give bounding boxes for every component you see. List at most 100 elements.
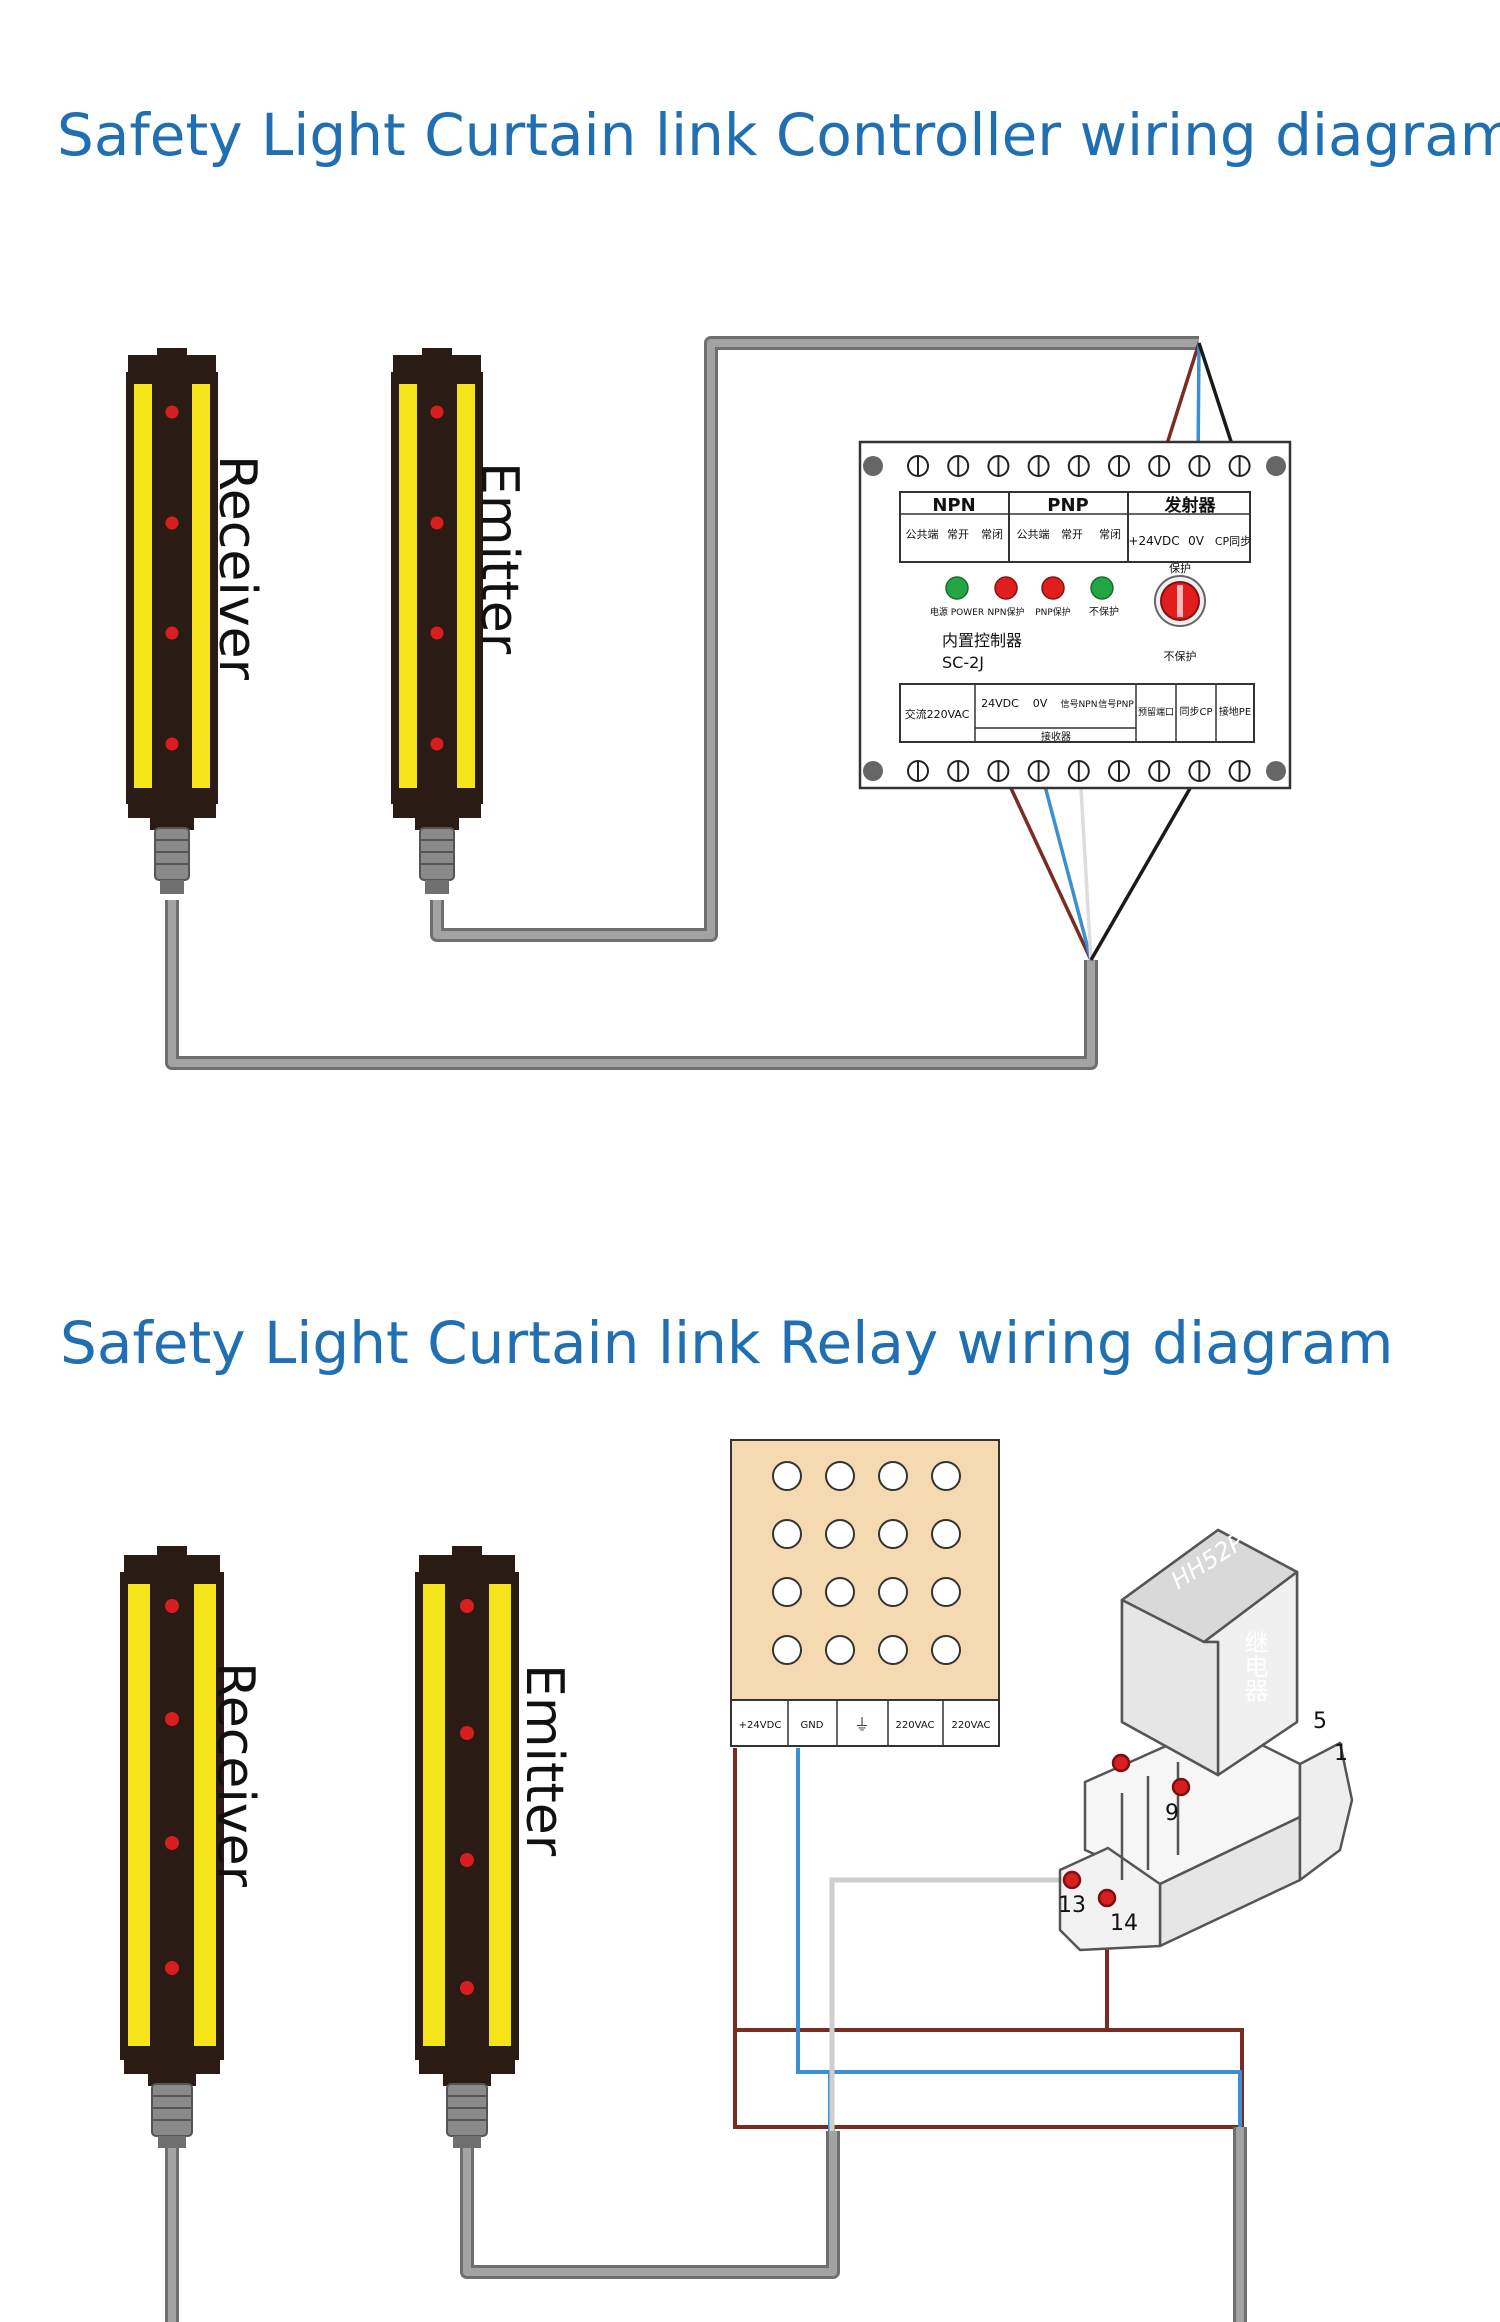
vent-hole	[931, 1461, 961, 1491]
pnp-protect-indicator-led	[1041, 576, 1065, 600]
beam-led	[460, 1726, 474, 1740]
signal-pnp-label: 信号PNP	[1098, 698, 1134, 710]
receiver-group-label: 接收器	[1041, 730, 1071, 743]
receiver-cable	[165, 900, 1098, 1070]
beam-led	[430, 516, 444, 530]
mounting-hole	[863, 456, 883, 476]
top-terminal-strip	[863, 455, 1286, 477]
controller-name: 内置控制器	[942, 631, 1022, 650]
controller-diagram-title: Safety Light Curtain link Controller wir…	[57, 101, 1500, 169]
vent-hole	[878, 1519, 908, 1549]
sync-cp-label: 同步CP	[1179, 706, 1212, 718]
vent-hole	[772, 1635, 802, 1665]
controller-sc-2j: NPN PNP 发射器 公共端 常开 常闭 公共端 常开 常闭 +24VDC 0…	[858, 440, 1292, 790]
ac-220v-label: 交流220VAC	[905, 707, 970, 721]
reserved-port-label: 预留端口	[1138, 706, 1174, 718]
mounting-hole	[863, 761, 883, 781]
emitter-light-curtain: Emitter	[415, 1546, 574, 2148]
relay-diagram-title: Safety Light Curtain link Relay wiring d…	[60, 1309, 1394, 1377]
zero-v-label: 0V	[1033, 697, 1048, 710]
beam-led	[460, 1981, 474, 1995]
beam-led	[165, 1836, 179, 1850]
pnp-header: PNP	[1047, 495, 1088, 516]
power-supply-vent-grid	[772, 1461, 961, 1665]
relay-name-label: 继电器	[1240, 1630, 1268, 1702]
beam-led	[165, 405, 179, 419]
vent-hole	[825, 1577, 855, 1607]
emitter-light-curtain: Emitter	[391, 348, 529, 894]
mounting-hole	[1266, 761, 1286, 781]
emitter-header: 发射器	[1164, 495, 1217, 516]
relay-pin-14: 14	[1110, 1911, 1138, 1936]
emitter-cable	[460, 2131, 840, 2279]
relay-terminal-screw	[1171, 1777, 1191, 1797]
relay-pin-13: 13	[1058, 1893, 1086, 1918]
relay-pin-5: 5	[1313, 1709, 1327, 1734]
npn-led-label: NPN保护	[988, 606, 1025, 618]
beam-led	[430, 405, 444, 419]
power-indicator-led	[945, 576, 969, 600]
terminal-gnd-label: GND	[801, 1720, 824, 1731]
vent-hole	[825, 1519, 855, 1549]
ground-symbol-icon: ⏚	[854, 1715, 870, 1734]
emitter-col-cp: CP同步	[1215, 535, 1251, 548]
beam-led	[165, 516, 179, 530]
vent-hole	[772, 1461, 802, 1491]
beam-led	[460, 1599, 474, 1613]
vent-hole	[772, 1519, 802, 1549]
relay-terminal-screw	[1097, 1888, 1117, 1908]
mounting-hole	[1266, 456, 1286, 476]
relay-hh52p: HH52P 继电器 5 1 9 13 14	[1058, 1527, 1354, 1952]
no-protect-led-label: 不保护	[1089, 605, 1119, 618]
no-protect-indicator-led	[1090, 576, 1114, 600]
npn-col-no: 常开	[947, 528, 969, 541]
relay-pin-1: 1	[1334, 1741, 1348, 1766]
vent-hole	[931, 1635, 961, 1665]
beam-led	[165, 737, 179, 751]
bottom-terminal-strip	[863, 760, 1286, 782]
beam-led	[165, 626, 179, 640]
terminal-220vac-label-1: 220VAC	[896, 1720, 935, 1731]
emitter-label: Emitter	[514, 1664, 574, 1857]
vent-hole	[825, 1461, 855, 1491]
receiver-label: Receiver	[205, 1662, 265, 1888]
vent-hole	[931, 1519, 961, 1549]
beam-led	[165, 1961, 179, 1975]
npn-col-common: 公共端	[906, 528, 939, 541]
receiver-light-curtain: Receiver	[126, 348, 267, 894]
pnp-col-common: 公共端	[1017, 528, 1050, 541]
emitter-col-0v: 0V	[1188, 534, 1205, 548]
pnp-col-nc: 常闭	[1099, 528, 1121, 541]
beam-led	[430, 737, 444, 751]
controller-model: SC-2J	[942, 653, 984, 672]
vent-hole	[878, 1577, 908, 1607]
pnp-col-no: 常开	[1061, 528, 1083, 541]
emitter-col-24vdc: +24VDC	[1128, 534, 1179, 548]
protect-label: 保护	[1169, 561, 1191, 575]
beam-led	[460, 1853, 474, 1867]
pnp-led-label: PNP保护	[1035, 606, 1071, 618]
vent-hole	[931, 1577, 961, 1607]
relay-terminal-screw	[1062, 1870, 1082, 1890]
relay-terminal-screw	[1111, 1753, 1131, 1773]
ground-pe-label: 接地PE	[1219, 705, 1251, 718]
emitter-label: Emitter	[469, 462, 529, 655]
signal-npn-label: 信号NPN	[1061, 698, 1098, 710]
beam-led	[430, 626, 444, 640]
beam-led	[165, 1599, 179, 1613]
power-supply: +24VDC GND ⏚ 220VAC 220VAC	[730, 1439, 1000, 1747]
relay-wiring-diagram: Receiver Emitter	[120, 1439, 1354, 2322]
relay-pin-9: 9	[1165, 1801, 1179, 1826]
receiver-light-curtain: Receiver	[120, 1546, 265, 2148]
beam-led	[165, 1712, 179, 1726]
vent-hole	[878, 1635, 908, 1665]
npn-col-nc: 常闭	[981, 528, 1003, 541]
dc-24v-label: 24VDC	[981, 697, 1019, 710]
vent-hole	[772, 1577, 802, 1607]
vent-hole	[825, 1635, 855, 1665]
vent-hole	[878, 1461, 908, 1491]
receiver-label: Receiver	[207, 455, 267, 681]
receiver-wires	[1001, 770, 1202, 961]
controller-wiring-diagram: Receiver Emitter	[126, 336, 1292, 1070]
